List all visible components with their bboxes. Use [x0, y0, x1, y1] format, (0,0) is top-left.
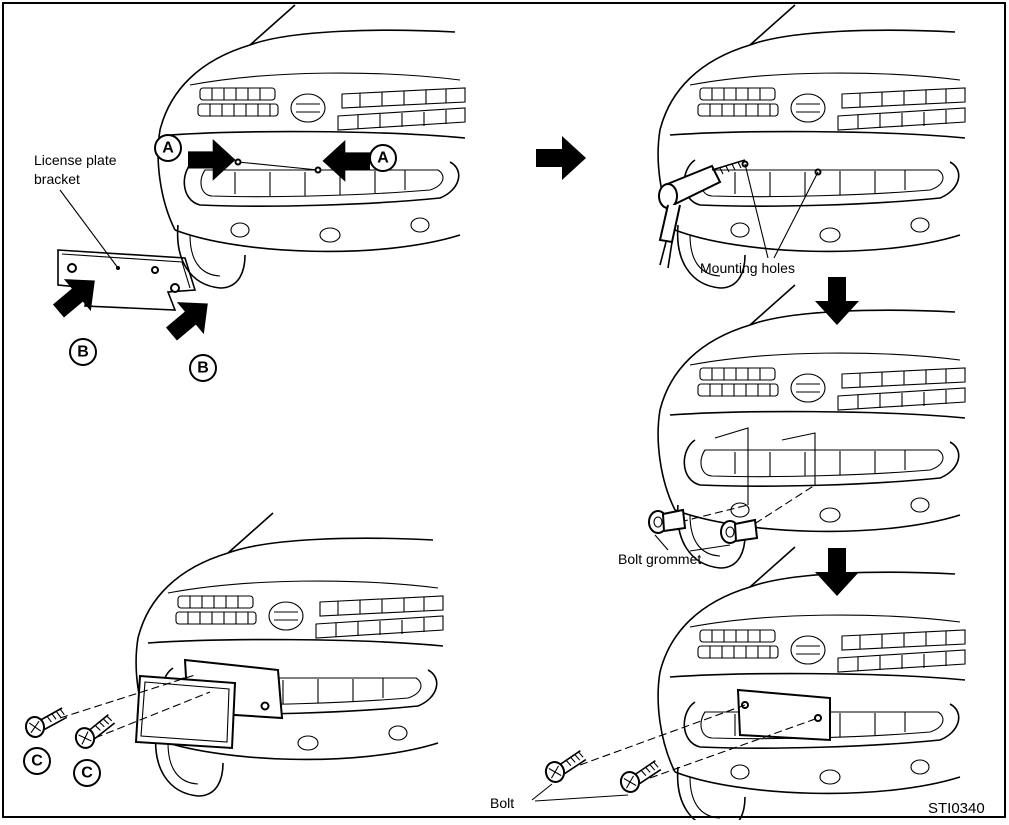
bumper-hole-right	[314, 166, 322, 174]
bumper-hole-left	[234, 158, 242, 166]
bolt-left	[541, 748, 591, 785]
car-front-5	[657, 546, 966, 825]
car-front-3	[657, 284, 966, 569]
license-plate	[134, 674, 237, 750]
panel-install-grommets: Bolt grommet	[618, 284, 966, 569]
callout-c-left	[23, 747, 51, 775]
callout-b-right	[189, 354, 217, 382]
callout-c-left-letter: C	[31, 753, 43, 770]
label-license-plate-bracket-2: bracket	[34, 171, 80, 187]
arrow-a-right	[322, 140, 370, 182]
arrow-b-right	[158, 287, 222, 351]
callout-a-left-letter: A	[162, 140, 174, 157]
callout-b-right-letter: B	[197, 360, 209, 377]
bolt-c-right	[70, 712, 121, 752]
callout-c-right-letter: C	[81, 765, 93, 782]
step-arrow-down-2	[815, 548, 859, 596]
grommet-left	[648, 508, 687, 534]
label-license-plate-bracket-1: License plate	[34, 152, 117, 168]
panel-temporary-install: C C	[22, 512, 444, 797]
bracket-final	[736, 688, 831, 742]
callout-b-left-letter: B	[77, 344, 89, 361]
leader-dot-bracket	[116, 266, 120, 270]
leader-bracket	[59, 189, 119, 269]
drill-icon	[658, 159, 746, 269]
bracket-final-hole-right	[814, 714, 822, 722]
callout-c-right	[73, 759, 101, 787]
figure-id: STI0340	[928, 800, 985, 817]
label-bolt: Bolt	[490, 795, 514, 811]
leader-mounting-holes	[744, 163, 819, 259]
bracket-hole-car	[260, 701, 270, 711]
callout-a-right-letter: A	[377, 150, 389, 167]
label-bolt-grommet: Bolt grommet	[618, 551, 701, 567]
car-front-2	[657, 4, 966, 289]
grommet-guide-lines	[714, 427, 816, 505]
arrow-b-left	[45, 264, 109, 328]
panel-drill-holes: Mounting holes	[657, 4, 966, 289]
bolt-c-left	[22, 706, 71, 740]
panel-final-install: Bolt	[490, 546, 966, 825]
callout-a-left	[154, 134, 182, 162]
bolt-c-guides	[59, 674, 211, 739]
leader-bolt	[531, 783, 629, 802]
step-arrow-down-1	[815, 277, 859, 325]
license-plate-inner	[140, 681, 230, 743]
callout-b-left	[69, 338, 97, 366]
grommet-right	[720, 518, 759, 544]
car-front-4	[135, 512, 444, 797]
bumper-mounting-line	[237, 161, 319, 171]
callout-a-right	[369, 144, 397, 172]
leader-bolt-grommet	[654, 534, 731, 552]
panel-remove-bracket: A A License plate bracket B B	[34, 4, 466, 382]
grommet-dash-lines	[679, 484, 816, 531]
arrow-a-left	[188, 139, 236, 181]
car-front-1	[157, 4, 466, 289]
bolt-right	[616, 758, 666, 795]
bolt-guide-lines	[579, 704, 819, 779]
license-plate-bracket	[57, 249, 197, 311]
step-arrow-right	[536, 136, 586, 180]
label-mounting-holes: Mounting holes	[700, 260, 795, 276]
